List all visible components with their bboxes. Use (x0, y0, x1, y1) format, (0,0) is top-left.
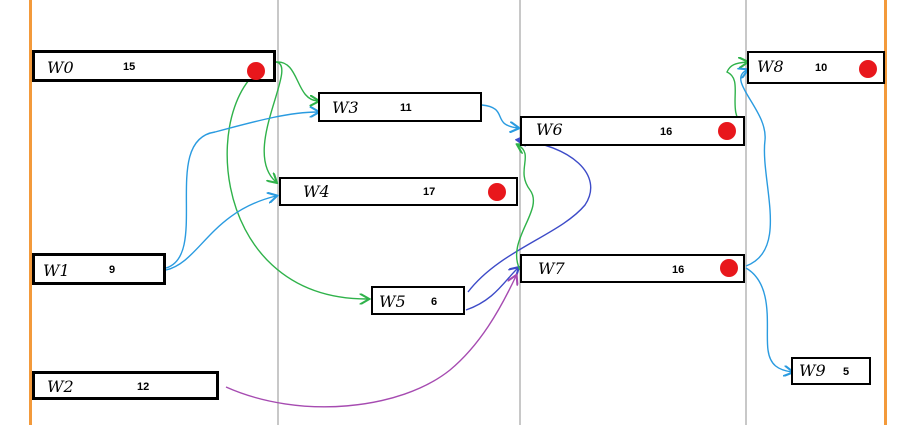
task-label: W5 (379, 292, 406, 311)
edge-w0-w4 (263, 61, 283, 182)
task-value: 6 (431, 296, 438, 308)
task-label: W6 (536, 120, 563, 139)
task-label: W1 (43, 261, 70, 280)
edge-w6-w8 (726, 62, 747, 129)
task-w1[interactable]: W1 9 (32, 253, 166, 285)
task-value: 15 (123, 61, 136, 73)
task-value: 11 (400, 102, 412, 114)
edge-w1-w4 (165, 196, 276, 271)
task-w2[interactable]: W2 12 (32, 371, 219, 400)
status-dot (859, 60, 877, 78)
task-label: W8 (757, 57, 784, 76)
task-w6[interactable]: W6 16 (520, 116, 745, 146)
edge-w7-w6 (517, 145, 535, 271)
task-label: W9 (799, 361, 826, 380)
task-label: W2 (47, 377, 74, 396)
column-divider-3 (745, 0, 747, 425)
task-label: W0 (47, 58, 74, 77)
task-value: 16 (672, 264, 685, 276)
task-label: W3 (332, 98, 359, 117)
task-w0[interactable]: W0 15 (32, 50, 276, 82)
edge-w7-w8 (741, 70, 772, 267)
edge-w7-w9 (745, 267, 792, 372)
edge-w1-w3 (165, 112, 318, 269)
task-w5[interactable]: W5 6 (371, 286, 465, 315)
task-w8[interactable]: W8 10 (747, 51, 885, 84)
edge-w5-w6 (467, 140, 592, 293)
task-value: 5 (843, 366, 850, 378)
column-divider-1 (277, 0, 279, 425)
task-label: W4 (303, 182, 330, 201)
task-value: 9 (109, 264, 116, 276)
task-value: 12 (137, 381, 150, 393)
task-w7[interactable]: W7 16 (520, 254, 745, 283)
left-frame-line (29, 0, 32, 425)
task-w4[interactable]: W4 17 (279, 177, 518, 206)
task-value: 10 (815, 62, 828, 74)
status-dot (488, 183, 506, 201)
task-w3[interactable]: W3 11 (318, 92, 482, 122)
status-dot (247, 62, 265, 80)
task-value: 16 (660, 126, 673, 138)
edge-w5-w7 (465, 268, 518, 311)
status-dot (718, 122, 736, 140)
edge-w0-w3 (275, 61, 318, 101)
edge-w3-w6 (481, 104, 518, 128)
task-label: W7 (538, 259, 565, 278)
status-dot (720, 259, 738, 277)
column-divider-2 (519, 0, 521, 425)
task-w9[interactable]: W9 5 (791, 357, 871, 385)
edge-w2-w7 (225, 276, 516, 408)
right-frame-line (884, 0, 887, 425)
task-value: 17 (423, 186, 436, 198)
